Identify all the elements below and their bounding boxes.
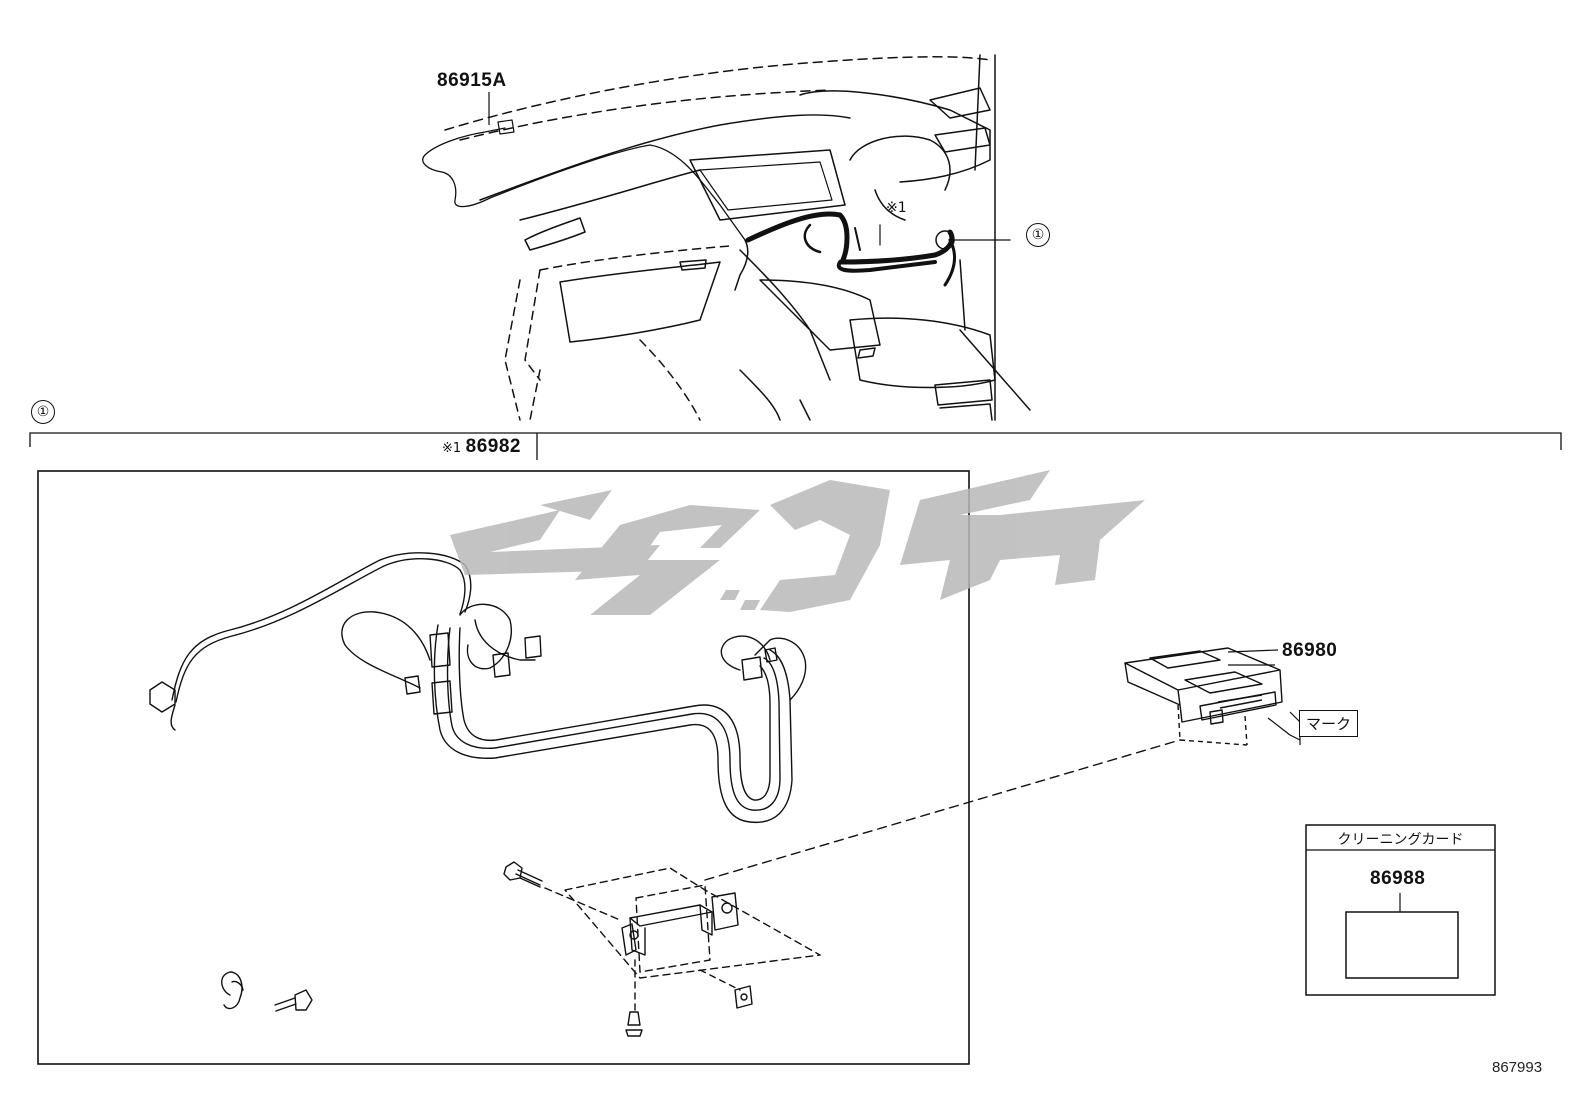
group-bracket [29, 432, 1562, 460]
etc-unit-drawing [1124, 647, 1301, 746]
harness-callout-label: ※1 [886, 200, 907, 216]
callout-marker: ① [1026, 223, 1050, 247]
dashboard-illustration [422, 54, 1031, 421]
label-leaders [488, 92, 1279, 653]
group-marker: ① [31, 400, 55, 424]
antenna-part-label: 86915A [437, 70, 507, 91]
cleaning-card-frame [1305, 824, 1496, 996]
harness-mark: ※1 [442, 441, 462, 456]
diagram-code: 867993 [1492, 1059, 1543, 1076]
cleaning-card-part-label: 86988 [1370, 868, 1426, 889]
harness-part-label: 86982 [465, 436, 521, 457]
mark-tag: マーク [1299, 710, 1359, 737]
etc-unit-part-label: 86980 [1282, 640, 1338, 661]
cleaning-card-title: クリーニングカード [1337, 832, 1464, 848]
wire-harness-drawing [149, 552, 807, 824]
fasteners-drawing [221, 739, 1181, 1037]
watermark-logo [450, 470, 1145, 615]
cleaning-card-icon [1345, 911, 1459, 979]
harness-kit-frame [37, 470, 970, 1065]
harness-part-group: ※1 86982 [442, 436, 521, 458]
